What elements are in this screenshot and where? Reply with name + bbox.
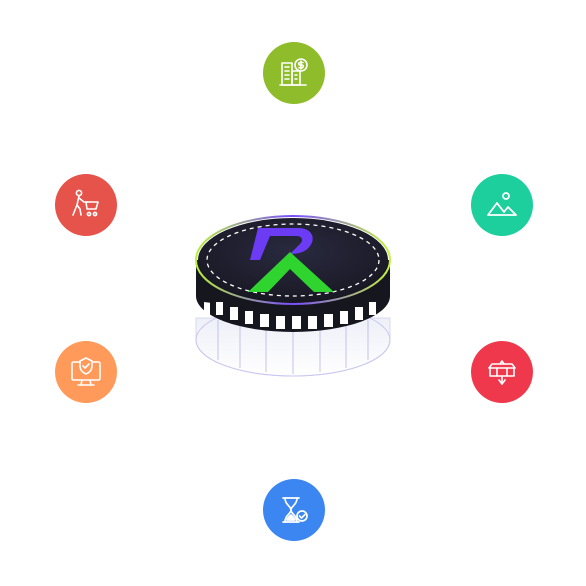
monitor-shield-icon[interactable] — [55, 341, 117, 403]
person-cart-icon[interactable] — [55, 174, 117, 236]
coin-logo — [190, 200, 396, 386]
landscape-image-icon[interactable] — [471, 174, 533, 236]
building-dollar-icon[interactable] — [263, 42, 325, 104]
hourglass-check-icon[interactable] — [263, 479, 325, 541]
gift-box-icon[interactable] — [471, 341, 533, 403]
